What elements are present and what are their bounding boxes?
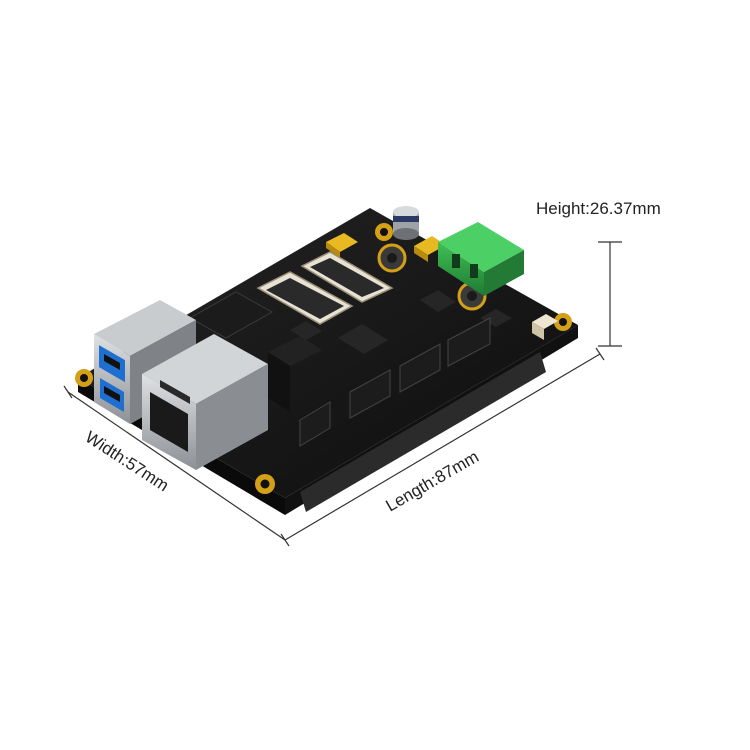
ics: [290, 290, 512, 354]
dimension-lines: [63, 241, 622, 547]
electrolytic-capacitor: [393, 206, 419, 240]
height-label: Height:26.37mm: [536, 199, 661, 218]
tantalum-capacitors: [326, 233, 446, 262]
expansion-slot: [188, 291, 274, 339]
black-connector: [268, 336, 322, 412]
length-dimension-line: [284, 353, 601, 541]
mounting-holes: [75, 223, 572, 494]
pin-headers: [299, 317, 491, 447]
jst-connector: [532, 314, 558, 340]
bottom-pin-strip: [300, 352, 546, 512]
power-terminal-block: [438, 222, 524, 296]
fpc-connectors: [256, 251, 394, 325]
ethernet-port: [142, 334, 268, 470]
width-dimension-line: [67, 391, 286, 541]
